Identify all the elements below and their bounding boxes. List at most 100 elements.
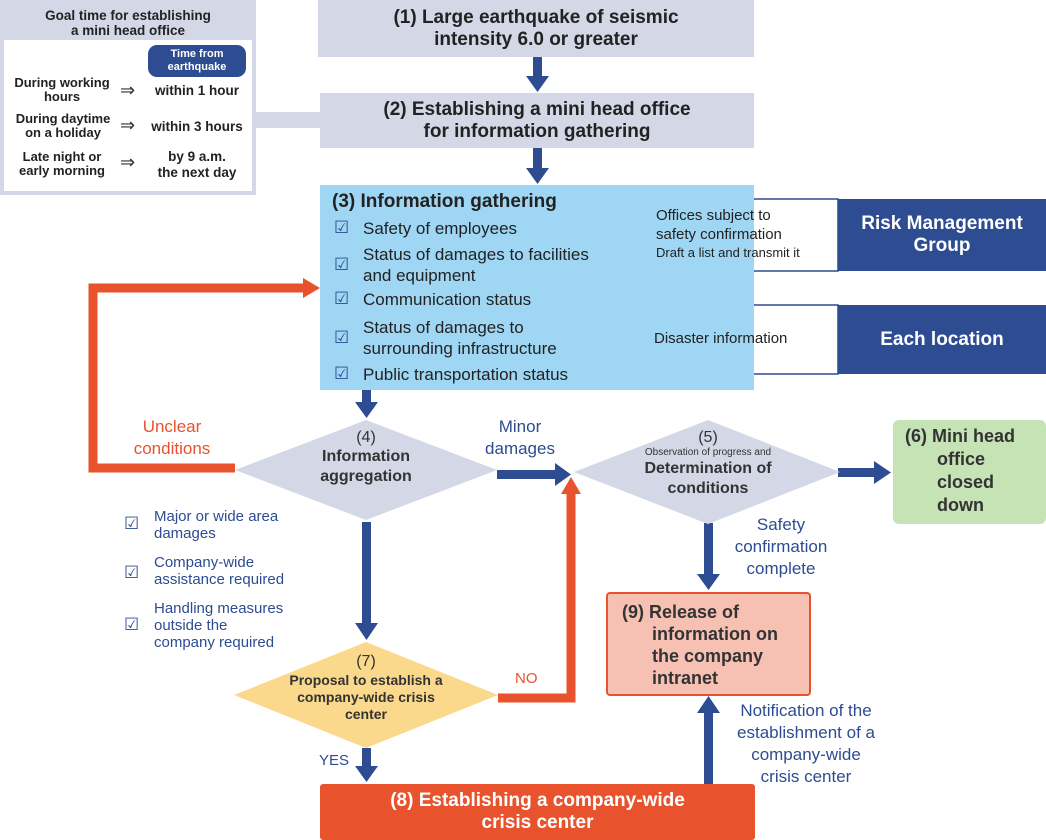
step9-line-4: intranet	[652, 668, 719, 688]
step8-line-1: (8) Establishing a company-wide	[390, 790, 685, 811]
checkbox-checked-icon: ☑	[124, 563, 140, 583]
step5-small-text: Observation of progress and	[644, 447, 772, 458]
checklist-item: ☑ Status of damages to facilities and eq…	[334, 244, 589, 286]
arrow-4-to-7	[355, 522, 378, 640]
goal-title-line-1: Goal time for establishing	[45, 8, 211, 23]
criteria-1-line-2: damages	[154, 525, 216, 542]
step3-title: (3) Information gathering	[332, 191, 557, 212]
item-infrastructure-line-1: Status of damages to	[363, 318, 524, 337]
goal-row-time: within 3 hours	[144, 119, 250, 134]
notification-line-1: Notification of the	[740, 701, 872, 720]
goal-row-label: During working hours	[10, 76, 114, 104]
goal-time-panel: Goal time for establishing a mini head o…	[0, 0, 256, 195]
step5-number: (5)	[698, 429, 718, 446]
checkbox-checked-icon: ☑	[334, 255, 350, 275]
step9-line-3: the company	[652, 646, 764, 666]
criteria-1-line-1: Major or wide area	[154, 508, 279, 525]
step-3-information-gathering-box: (3) Information gathering ☑ Safety of em…	[320, 185, 754, 390]
criteria-2-line-2: assistance required	[154, 571, 285, 588]
goal-panel-title: Goal time for establishing a mini head o…	[4, 8, 252, 38]
step-8-crisis-center-box: (8) Establishing a company-wide crisis c…	[320, 784, 755, 840]
safety-line-2: confirmation	[734, 537, 828, 556]
arrow-5-to-6	[838, 461, 891, 484]
step-2-mini-head-office-box: (2) Establishing a mini head office for …	[320, 93, 754, 148]
goal-title-line-2: a mini head office	[70, 23, 186, 38]
step-1-earthquake-box: (1) Large earthquake of seismic intensit…	[318, 0, 754, 57]
step1-line-2: intensity 6.0 or greater	[434, 28, 638, 50]
step7-line-2: company-wide crisis	[297, 689, 435, 705]
risk-management-group-box: Risk Management Group	[838, 199, 1046, 271]
safety-line-3: complete	[746, 559, 816, 578]
arrow-unclear-loop	[88, 278, 320, 473]
minor-line-2: damages	[485, 439, 555, 458]
checkbox-checked-icon: ☑	[124, 615, 140, 635]
checkbox-checked-icon: ☑	[334, 364, 350, 384]
goal-panel-body: Time from earthquake During working hour…	[4, 40, 252, 191]
criteria-item: ☑ Company-wide assistance required	[124, 554, 324, 588]
step2-line-1: (2) Establishing a mini head office	[383, 98, 691, 120]
step-7-label: (7) Proposal to establish a company-wide…	[261, 652, 471, 723]
row3-time-line-2: the next day	[157, 165, 237, 180]
row2-time: within 3 hours	[151, 119, 243, 134]
row3-label-line-1: Late night or	[22, 149, 102, 164]
criteria-2-line-1: Company-wide	[154, 554, 255, 571]
notification-label: Notification of the establishment of a c…	[716, 700, 896, 788]
checklist-item: ☑ Status of damages to surrounding infra…	[334, 317, 557, 359]
step4-line-2: aggregation	[320, 468, 412, 485]
step7-line-3: center	[344, 706, 388, 722]
notification-line-3: company-wide	[751, 745, 861, 764]
goal-row-label: During daytime on a holiday	[8, 112, 118, 140]
no-label: NO	[515, 670, 538, 687]
goal-row-time: by 9 a.m. the next day	[148, 149, 246, 181]
checklist-item: ☑ Safety of employees	[334, 218, 517, 239]
diamond-7	[234, 642, 498, 748]
row1-label-line-1: During working	[14, 75, 110, 90]
row3-label-line-2: early morning	[19, 163, 105, 178]
arrow-1-to-2	[526, 57, 549, 92]
location-callout-text: Disaster information	[654, 330, 788, 347]
item-infrastructure-line-2: surrounding infrastructure	[363, 339, 557, 358]
step-9-release-box: (9) Release of information on the compan…	[606, 592, 811, 696]
criteria-item: ☑ Major or wide area damages	[124, 508, 324, 542]
unclear-line-1: Unclear	[142, 417, 202, 436]
risk-group-line-1: Risk Management	[861, 213, 1023, 234]
step7-number: (7)	[356, 653, 376, 670]
safety-confirmation-label: Safety confirmation complete	[716, 514, 846, 580]
step9-line-2: information on	[652, 624, 778, 644]
arrow-3-to-4	[355, 390, 378, 418]
minor-line-1: Minor	[498, 417, 542, 436]
arrow-5-to-9	[697, 523, 720, 590]
right-arrow-icon: ⇒	[120, 152, 136, 172]
risk-callout-text: Offices subject to safety confirmation D…	[656, 206, 832, 262]
item-facilities-line-2: and equipment	[363, 266, 476, 285]
each-location-box: Each location	[838, 305, 1046, 374]
row3-time-line-1: by 9 a.m.	[168, 149, 226, 164]
arrow-2-to-3	[526, 148, 549, 184]
checklist-item: ☑ Communication status	[334, 290, 531, 310]
criteria-3-line-2: outside the	[154, 617, 228, 634]
step5-line-1: Determination of	[644, 460, 772, 477]
checkbox-checked-icon: ☑	[334, 218, 350, 238]
arrow-4-to-5	[497, 463, 571, 486]
arrow-8-to-9	[697, 696, 720, 784]
criteria-item: ☑ Handling measures outside the company …	[124, 600, 324, 651]
badge-line-2: earthquake	[167, 61, 227, 73]
notification-line-2: establishment of a	[737, 723, 875, 742]
checklist-item: ☑ Public transportation status	[334, 364, 569, 385]
item-facilities-line-1: Status of damages to facilities	[363, 245, 589, 264]
step4-number: (4)	[356, 429, 376, 446]
goal-row-time: within 1 hour	[148, 83, 246, 98]
step-5-label: (5) Observation of progress and Determin…	[608, 428, 808, 499]
step-6-closed-box: (6) Mini head office closed down	[893, 420, 1046, 524]
criteria-3-line-3: company required	[154, 634, 275, 651]
step8-line-2: crisis center	[481, 812, 594, 833]
minor-damages-label: Minor damages	[470, 416, 570, 460]
arrow-7-no	[498, 477, 581, 703]
step6-line-2: office	[937, 449, 986, 469]
yes-label: YES	[319, 752, 350, 769]
time-from-earthquake-badge: Time from earthquake	[148, 45, 246, 77]
arrow-7-to-8	[355, 748, 378, 782]
unclear-line-2: conditions	[133, 439, 211, 458]
item-public-transport: Public transportation status	[363, 365, 569, 384]
risk-group-line-2: Group	[913, 235, 971, 256]
